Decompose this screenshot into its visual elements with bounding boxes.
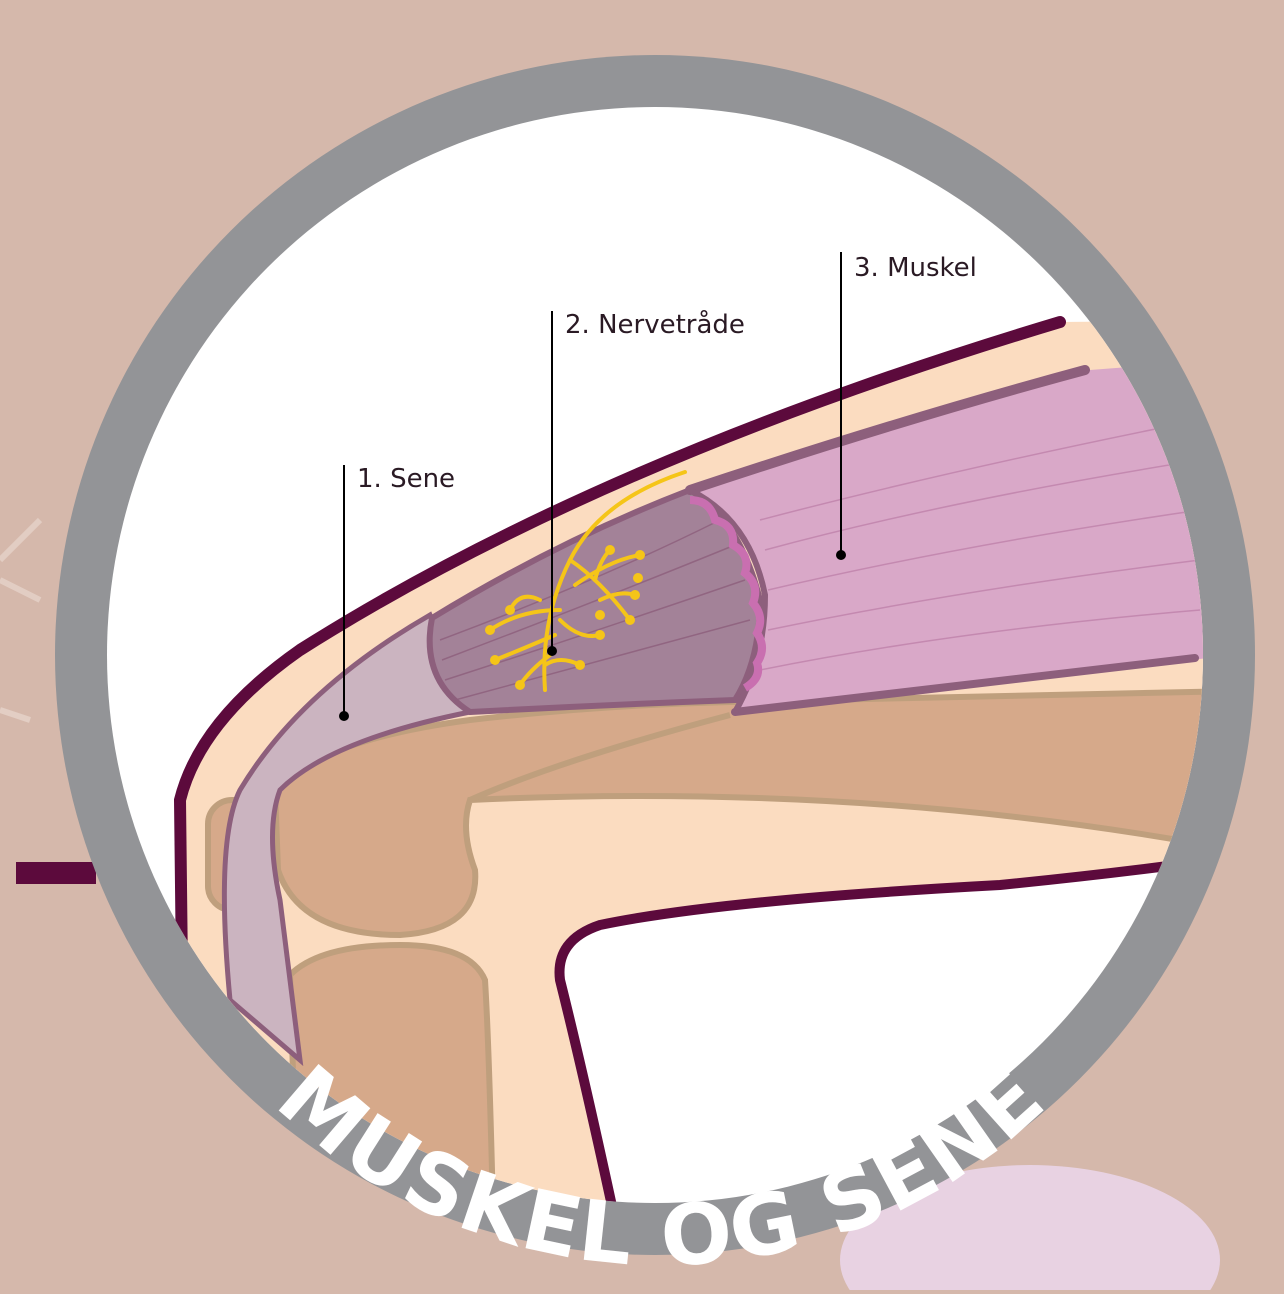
accent-bar xyxy=(16,862,96,884)
sene-dot xyxy=(339,711,349,721)
nervetrade-dot xyxy=(547,646,557,656)
background-decoration xyxy=(0,520,40,720)
label-sene: 1. Sene xyxy=(357,464,455,494)
muskel-dot xyxy=(836,550,846,560)
label-muskel: 3. Muskel xyxy=(854,253,977,283)
label-nervetrade: 2. Nervetråde xyxy=(565,309,745,340)
